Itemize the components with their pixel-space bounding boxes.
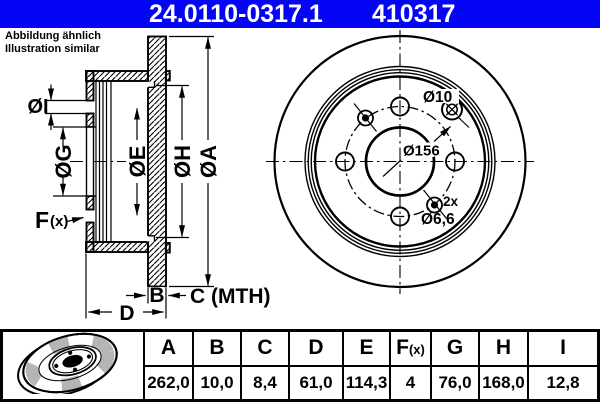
column-header-b: B (192, 329, 242, 367)
column-value-a: 262,0 (143, 364, 194, 402)
label-dia-g: ØG (51, 144, 76, 178)
column-value-c: 8,4 (240, 364, 290, 402)
label-b: B (149, 284, 164, 307)
label-f: F (35, 207, 49, 233)
column-value-d: 61,0 (288, 364, 344, 402)
hub-face-open (85, 126, 95, 197)
label-f-sub: (x) (50, 213, 68, 230)
dim-i (45, 84, 94, 130)
hat-bottom-section (85, 241, 149, 253)
column-header-e: E (342, 329, 391, 367)
label-dia10: Ø10 (423, 89, 452, 106)
drum-circle-3 (310, 71, 490, 252)
label-c-mth: C (MTH) (190, 285, 270, 308)
article-number: 410317 (372, 0, 456, 28)
catalog-number: 24.0110-0317.1 (149, 0, 323, 28)
dim-b-c-d (85, 253, 186, 319)
drum-circle-4 (313, 75, 487, 248)
locating-holes (353, 103, 447, 219)
disc-section-solid (85, 35, 171, 288)
label-d: D (119, 302, 134, 325)
label-2x: 2x (443, 194, 459, 209)
drum-circle-1 (304, 65, 496, 258)
note-line-en: Illustration similar (5, 42, 100, 55)
bolt-holes (335, 96, 465, 227)
column-header-g: G (430, 329, 480, 367)
hole10-centerline-tick (458, 117, 470, 128)
column-value-i: 12,8 (527, 364, 600, 402)
label-dia-h: ØH (170, 145, 195, 178)
front-view (266, 30, 534, 294)
column-header-d: D (288, 329, 344, 367)
drum-circle-2 (307, 68, 493, 255)
section-labels: ØI ØG ØE ØH ØA F (x) B C (MTH) D (27, 96, 270, 325)
brake-disc-icon-cell (0, 329, 145, 402)
column-header-h: H (478, 329, 529, 367)
hub-contour-lines (95, 81, 112, 242)
dim-g (53, 126, 96, 197)
brake-disc-icon (17, 332, 118, 397)
dim-h (156, 84, 189, 239)
pitch-leader-1 (382, 159, 402, 177)
label-dia-e: ØE (125, 146, 150, 178)
rim-section (147, 35, 167, 288)
header-bar: 24.0110-0317.1 410317 (0, 0, 600, 28)
column-value-b: 10,0 (192, 364, 242, 402)
label-dia-a: ØA (196, 145, 221, 178)
technical-drawing: ØI ØG ØE ØH ØA F (x) B C (MTH) D (27, 30, 534, 325)
dia10-hole (441, 98, 463, 121)
cross-section-view (45, 35, 214, 319)
pitch-leader-2 (433, 126, 451, 142)
column-header-c: C (240, 329, 290, 367)
column-header-a: A (143, 329, 194, 367)
center-bore-circle (364, 126, 436, 197)
outer-diameter-circle (273, 34, 527, 289)
column-value-h: 168,0 (478, 364, 529, 402)
hat-top-section (85, 70, 149, 82)
column-header-i: I (527, 329, 600, 367)
label-dia66: Ø6,6 (421, 211, 455, 228)
note-line-de: Abbildung ähnlich (5, 30, 101, 42)
label-dia156: Ø156 (403, 143, 440, 160)
similarity-note: Abbildung ähnlich Illustration similar (5, 30, 101, 55)
column-value-f: 4 (389, 364, 432, 402)
label-dia-i: ØI (27, 96, 48, 118)
column-value-g: 76,0 (430, 364, 480, 402)
column-header-f: F(x) (389, 329, 432, 367)
dim-a (169, 35, 214, 288)
front-labels: Ø10 Ø156 2x Ø6,6 (401, 89, 459, 228)
column-value-e: 114,3 (342, 364, 391, 402)
bolt-circle (344, 105, 456, 218)
dim-f-leader (66, 216, 84, 224)
